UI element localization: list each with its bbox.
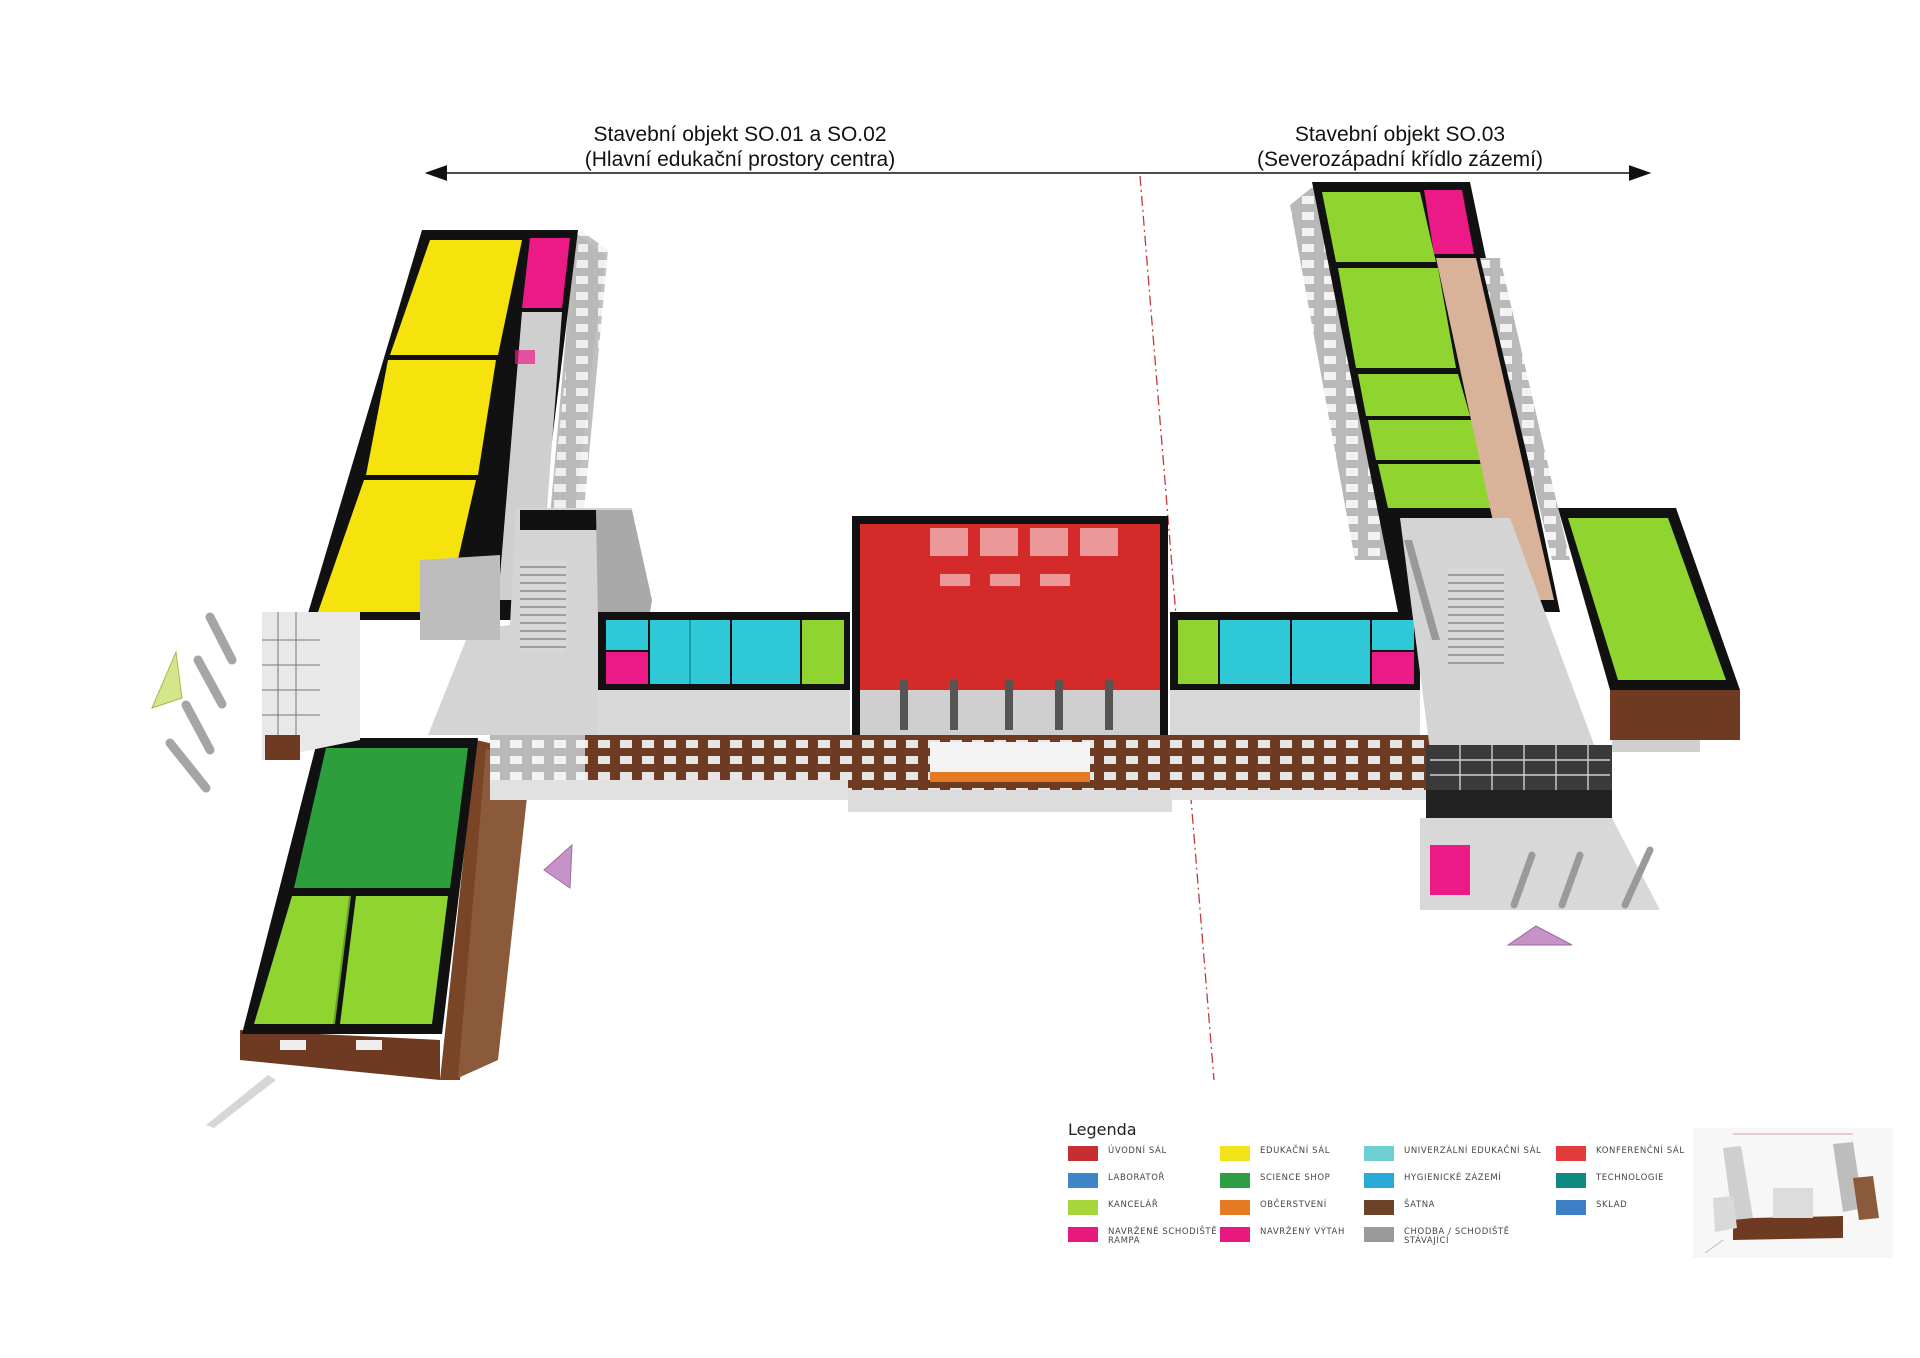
legend-label: KANCELÁŘ — [1108, 1200, 1159, 1210]
legend-swatch — [1068, 1173, 1098, 1188]
legend: Legenda ÚVODNÍ SÁL LABORATOŘ KANCELÁŘ NAVRŽ… — [1068, 1120, 1688, 1260]
legend-label: UNIVERZÁLNÍ EDUKAČNÍ SÁL — [1404, 1146, 1542, 1156]
legend-label: LABORATOŘ — [1108, 1173, 1166, 1183]
legend-swatch — [1220, 1227, 1250, 1242]
entrance-arrow-icon — [543, 843, 573, 889]
legend-swatch — [1556, 1200, 1586, 1215]
legend-swatch — [1364, 1227, 1394, 1242]
legend-swatch — [1220, 1200, 1250, 1215]
central-right-bar — [1170, 612, 1430, 800]
legend-label: NAVRŽENÝ VÝTAH — [1260, 1227, 1345, 1237]
section-header-left: Stavební objekt SO.01 a SO.02 (Hlavní ed… — [480, 122, 1000, 172]
central-hall — [848, 516, 1172, 812]
left-entrance-pillars — [165, 612, 237, 793]
legend-label: SCIENCE SHOP — [1260, 1173, 1331, 1183]
legend-label: CHODBA / SCHODIŠTĚ STÁVAJÍCÍ — [1404, 1227, 1510, 1246]
section-divider-line — [1139, 175, 1215, 1081]
legend-label: SKLAD — [1596, 1200, 1628, 1210]
section-header-left-subtitle: (Hlavní edukační prostory centra) — [584, 148, 896, 171]
legend-swatch — [1068, 1146, 1098, 1161]
right-wing-upper — [1290, 182, 1740, 752]
legend-swatch — [1364, 1146, 1394, 1161]
legend-swatch — [1068, 1200, 1098, 1215]
legend-swatch — [1364, 1173, 1394, 1188]
legend-label: NAVRŽENÉ SCHODIŠTĚ RAMPA — [1108, 1227, 1218, 1246]
legend-swatch — [1556, 1173, 1586, 1188]
section-header-right-title: Stavební objekt SO.03 — [1294, 123, 1506, 146]
section-header-left-title: Stavební objekt SO.01 a SO.02 — [593, 123, 887, 146]
legend-swatch — [1220, 1173, 1250, 1188]
legend-swatch — [1556, 1146, 1586, 1161]
right-stair-core — [1400, 518, 1660, 910]
legend-label: KONFERENČNÍ SÁL — [1596, 1146, 1685, 1156]
legend-label: ÚVODNÍ SÁL — [1108, 1146, 1167, 1156]
central-left-bar — [598, 612, 850, 735]
legend-label: OBČERSTVENÍ — [1260, 1200, 1327, 1210]
legend-swatch — [1068, 1227, 1098, 1242]
entrance-arrow-icon — [151, 650, 183, 709]
legend-label: ŠATNA — [1404, 1200, 1436, 1210]
left-wing-upper — [306, 230, 608, 640]
legend-swatch — [1220, 1146, 1250, 1161]
left-frontage — [265, 735, 850, 800]
section-header-right: Stavební objekt SO.03 (Severozápadní kří… — [1190, 122, 1610, 172]
entrance-arrow-icon — [1506, 925, 1573, 946]
building-thumbnail-icon — [1693, 1128, 1893, 1258]
legend-label: HYGIENICKÉ ZÁZEMÍ — [1404, 1173, 1502, 1183]
legend-label: EDUKAČNÍ SÁL — [1260, 1146, 1331, 1156]
legend-swatch — [1364, 1200, 1394, 1215]
left-wing-lower — [206, 738, 530, 1128]
legend-label: TECHNOLOGIE — [1596, 1173, 1665, 1183]
section-header-right-subtitle: (Severozápadní křídlo zázemí) — [1257, 148, 1543, 171]
legend-title: Legenda — [1068, 1120, 1137, 1139]
